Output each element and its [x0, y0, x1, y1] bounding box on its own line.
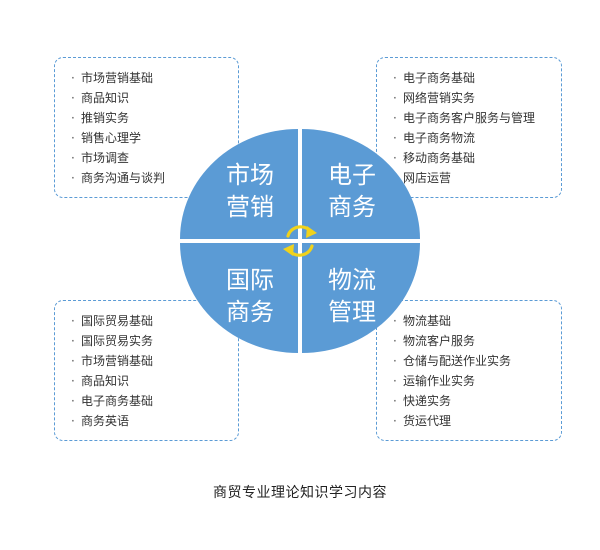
bullet-icon: ·: [71, 394, 75, 408]
list-item: · 商品知识: [71, 88, 238, 108]
quadrant-label-top-right-line1: 电子: [328, 161, 376, 189]
list-item-text: 市场营销基础: [81, 354, 154, 368]
quadrant-label-top-left-line2: 营销: [226, 193, 274, 221]
course-list-international-business: · 国际贸易基础 · 国际贸易实务 · 市场营销基础 · 商品知识 · 电子商务基础 · 商务英语: [71, 311, 238, 431]
quadrant-label-bottom-right-line2: 管理: [328, 298, 376, 326]
list-item: · 商务沟通与谈判: [71, 168, 238, 188]
list-item-text: 商务英语: [81, 414, 130, 428]
list-item: · 商品知识: [71, 371, 238, 391]
list-item: · 电子商务物流: [393, 128, 561, 148]
list-item-text: 商务沟通与谈判: [81, 171, 166, 185]
bullet-icon: ·: [71, 171, 75, 185]
quadrant-label-bottom-left-line1: 国际: [226, 266, 274, 294]
quadrant-label-bottom-right-line1: 物流: [328, 266, 376, 294]
list-item-text: 市场调查: [81, 151, 130, 165]
diagram-caption: 商贸专业理论知识学习内容: [213, 485, 387, 501]
bullet-icon: ·: [393, 71, 397, 85]
list-item-text: 推销实务: [81, 111, 130, 125]
list-item: · 国际贸易基础: [71, 311, 238, 331]
list-item-text: 物流基础: [403, 314, 452, 328]
list-item: · 物流客户服务: [393, 331, 561, 351]
list-box-top-left: · 市场营销基础 · 商品知识 · 推销实务 · 销售心理学 · 市场调查 · 商务沟通与谈判: [54, 57, 239, 198]
bullet-icon: ·: [393, 91, 397, 105]
bullet-icon: ·: [71, 151, 75, 165]
refresh-arrowheads: [283, 226, 317, 256]
list-item-text: 商品知识: [81, 91, 130, 105]
bullet-icon: ·: [71, 71, 75, 85]
list-item-text: 网店运营: [403, 171, 452, 185]
course-list-marketing: · 市场营销基础 · 商品知识 · 推销实务 · 销售心理学 · 市场调查 · 商务沟通与谈判: [71, 68, 238, 188]
list-item: · 仓储与配送作业实务: [393, 351, 561, 371]
bullet-icon: ·: [393, 394, 397, 408]
bullet-icon: ·: [393, 131, 397, 145]
list-item: · 销售心理学: [71, 128, 238, 148]
bullet-icon: ·: [393, 151, 397, 165]
bullet-icon: ·: [71, 334, 75, 348]
quadrant-bottom-left: [180, 243, 298, 353]
bullet-icon: ·: [71, 314, 75, 328]
quadrant-label-bottom-left-line2: 商务: [226, 298, 274, 326]
list-item: · 电子商务客户服务与管理: [393, 108, 561, 128]
bullet-icon: ·: [393, 354, 397, 368]
bullet-icon: ·: [71, 91, 75, 105]
bullet-icon: ·: [393, 314, 397, 328]
quadrant-bottom-right: [302, 243, 420, 353]
list-item-text: 物流客户服务: [403, 334, 476, 348]
list-item: · 国际贸易实务: [71, 331, 238, 351]
list-item-text: 电子商务基础: [81, 394, 154, 408]
list-item-text: 电子商务基础: [403, 71, 476, 85]
list-item-text: 快递实务: [403, 394, 452, 408]
list-box-bottom-right: · 物流基础 · 物流客户服务 · 仓储与配送作业实务 · 运输作业实务 · 快递实务 · 货运代理: [376, 300, 562, 441]
list-item: · 市场营销基础: [71, 68, 238, 88]
bullet-icon: ·: [71, 414, 75, 428]
list-item-text: 运输作业实务: [403, 374, 476, 388]
bullet-icon: ·: [393, 374, 397, 388]
list-item: · 网络营销实务: [393, 88, 561, 108]
bullet-icon: ·: [393, 414, 397, 428]
list-item-text: 电子商务客户服务与管理: [403, 111, 536, 125]
list-item: · 市场调查: [71, 148, 238, 168]
list-item-text: 商品知识: [81, 374, 130, 388]
quadrant-top-right: [302, 129, 420, 239]
list-item-text: 移动商务基础: [403, 151, 476, 165]
bullet-icon: ·: [71, 131, 75, 145]
list-item-text: 网络营销实务: [403, 91, 476, 105]
list-item: · 商务英语: [71, 411, 238, 431]
list-item-text: 市场营销基础: [81, 71, 154, 85]
quadrant-top-left: [180, 129, 298, 239]
list-item: · 快递实务: [393, 391, 561, 411]
list-item: · 移动商务基础: [393, 148, 561, 168]
list-item-text: 销售心理学: [81, 131, 142, 145]
bullet-icon: ·: [71, 111, 75, 125]
bullet-icon: ·: [393, 334, 397, 348]
list-item-text: 货运代理: [403, 414, 452, 428]
course-list-ecommerce: · 电子商务基础 · 网络营销实务 · 电子商务客户服务与管理 · 电子商务物流 · 移动商务基础…: [393, 68, 561, 188]
list-item: · 电子商务基础: [71, 391, 238, 411]
list-item: · 电子商务基础: [393, 68, 561, 88]
course-list-logistics: · 物流基础 · 物流客户服务 · 仓储与配送作业实务 · 运输作业实务 · 快递实务 · 货运代理: [393, 311, 561, 431]
list-item-text: 仓储与配送作业实务: [403, 354, 512, 368]
list-item-text: 国际贸易实务: [81, 334, 154, 348]
list-item: · 推销实务: [71, 108, 238, 128]
bullet-icon: ·: [393, 111, 397, 125]
list-box-top-right: · 电子商务基础 · 网络营销实务 · 电子商务客户服务与管理 · 电子商务物流 · 移动商务基础…: [376, 57, 562, 198]
list-box-bottom-left: · 国际贸易基础 · 国际贸易实务 · 市场营销基础 · 商品知识 · 电子商务基础 · 商务英语: [54, 300, 239, 441]
quadrant-label-top-right-line2: 商务: [328, 193, 376, 221]
list-item: · 货运代理: [393, 411, 561, 431]
bullet-icon: ·: [71, 354, 75, 368]
list-item: · 物流基础: [393, 311, 561, 331]
quadrant-label-top-left-line1: 市场: [226, 161, 274, 189]
list-item: · 市场营销基础: [71, 351, 238, 371]
list-item-text: 国际贸易基础: [81, 314, 154, 328]
bullet-icon: ·: [71, 374, 75, 388]
list-item: · 运输作业实务: [393, 371, 561, 391]
list-item-text: 电子商务物流: [403, 131, 476, 145]
